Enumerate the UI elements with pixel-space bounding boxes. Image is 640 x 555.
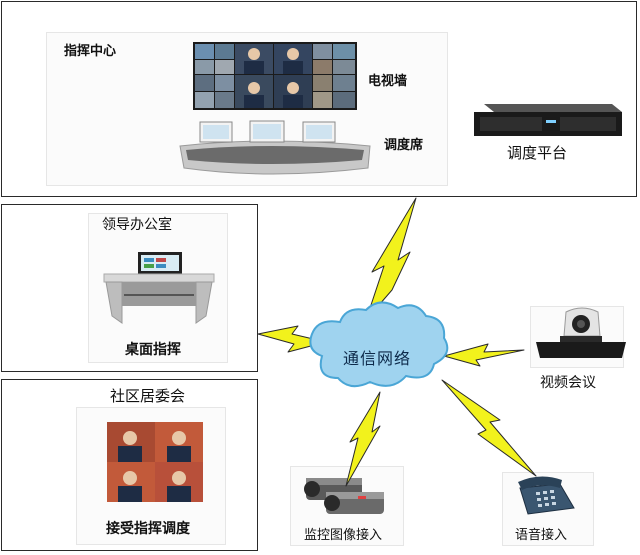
tv-wall (193, 42, 357, 110)
lightning-bolts (257, 197, 537, 487)
console-label: 调度席 (384, 138, 424, 153)
receive-dispatch-label: 接受指挥调度 (106, 521, 190, 537)
bolt-to-surveillance (345, 391, 381, 487)
surveillance-label: 监控图像接入 (304, 528, 383, 543)
dispatch-platform-server (474, 104, 622, 136)
bolt-to-voice (441, 379, 537, 477)
surveillance-cameras (304, 478, 384, 514)
platform-label: 调度平台 (507, 144, 568, 162)
command-center-title: 指挥中心 (64, 44, 117, 59)
voice-label: 语音接入 (515, 528, 568, 543)
leader-office-title: 领导办公室 (102, 217, 172, 233)
tv-wall-label: 电视墙 (368, 74, 408, 89)
community-title: 社区居委会 (110, 387, 186, 405)
desk-command-label: 桌面指挥 (125, 342, 181, 358)
bolt-to-video-conference (443, 343, 525, 367)
network-label: 通信网络 (343, 349, 412, 368)
office-desk (103, 252, 215, 324)
video-conference-camera (536, 307, 626, 358)
network-cloud (309, 301, 449, 388)
bolt-to-command-center (365, 197, 417, 321)
video-conference-label: 视频会议 (540, 375, 596, 391)
dispatch-console (179, 120, 371, 175)
community-video-grid (107, 422, 203, 502)
telephone (518, 476, 575, 515)
